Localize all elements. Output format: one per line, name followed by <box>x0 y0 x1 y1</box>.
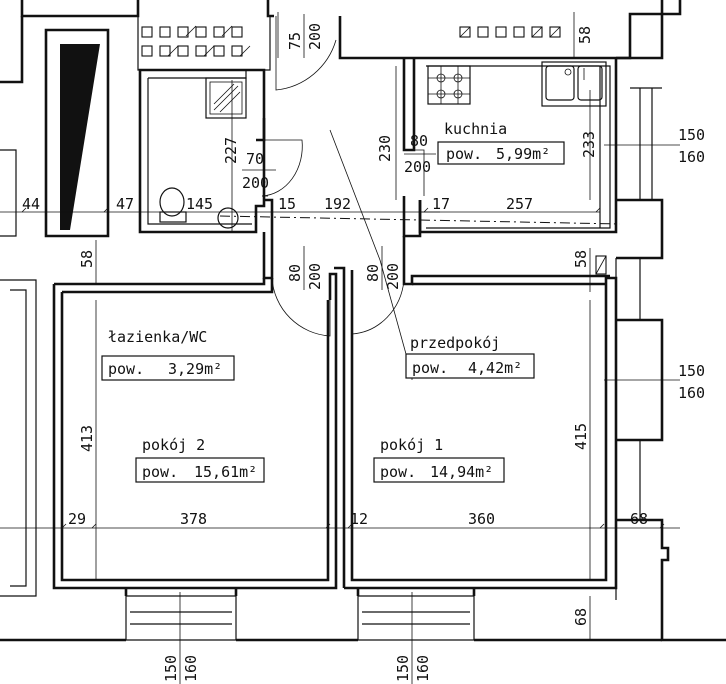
dim-label: 233 <box>580 131 598 158</box>
walls <box>0 0 726 642</box>
area-value: 4,42m² <box>468 359 522 377</box>
vent-shafts <box>141 25 607 275</box>
chimney-icon <box>60 44 100 230</box>
dim-label: 44 <box>22 195 40 213</box>
area-label: pow. <box>380 463 416 481</box>
dimension-lines <box>0 12 680 684</box>
dim-label: 68 <box>572 608 590 626</box>
room-name: kuchnia <box>444 120 507 138</box>
sink-icon <box>217 207 239 229</box>
area-label: pow. <box>446 145 482 163</box>
vent-icon <box>213 26 225 38</box>
vent-icon <box>513 26 525 38</box>
window-height: 160 <box>678 148 705 166</box>
window-height: 160 <box>678 384 705 402</box>
door-width: 70 <box>246 150 264 168</box>
area-value: 15,61m² <box>194 463 257 481</box>
area-value: 5,99m² <box>496 145 550 163</box>
shower-icon <box>205 77 247 119</box>
dim-label: 15 <box>278 195 296 213</box>
room-kitchen: kuchnia pow. 5,99m² <box>437 120 565 165</box>
area-label: pow. <box>108 360 144 378</box>
vent-icon <box>141 45 153 57</box>
vent-icon <box>177 45 189 57</box>
vent-icon <box>159 26 171 38</box>
door-width: 75 <box>286 32 304 50</box>
room-name: pokój 2 <box>142 436 205 454</box>
vent-icon <box>195 26 207 38</box>
door-width: 80 <box>286 264 304 282</box>
vent-icon <box>141 26 153 38</box>
dim-label: 415 <box>572 423 590 450</box>
window-width: 150 <box>394 655 412 682</box>
door-width: 80 <box>410 132 428 150</box>
area-value: 3,29m² <box>168 360 222 378</box>
vent-icon <box>177 26 189 38</box>
kitchen-sink-icon <box>541 61 607 107</box>
window-dims: 150 160 150 160 150 160 150 160 <box>162 126 705 682</box>
dim-label: 58 <box>576 26 594 44</box>
window-width: 150 <box>678 126 705 144</box>
window-width: 150 <box>678 362 705 380</box>
dim-label: 378 <box>180 510 207 528</box>
dim-label: 68 <box>630 510 648 528</box>
room-name: przedpokój <box>410 334 500 352</box>
dim-label: 257 <box>506 195 533 213</box>
door-height: 200 <box>306 23 324 50</box>
dim-label: 413 <box>78 425 96 452</box>
window-height: 160 <box>182 655 200 682</box>
stove-icon <box>427 65 471 105</box>
area-label: pow. <box>412 359 448 377</box>
dim-label: 227 <box>222 137 240 164</box>
dim-label: 17 <box>432 195 450 213</box>
door-height: 200 <box>242 174 269 192</box>
dim-label: 47 <box>116 195 134 213</box>
vent-icon <box>495 26 507 38</box>
toilet-icon <box>159 187 187 223</box>
room-1: pokój 1 pow. 14,94m² <box>373 436 505 483</box>
room-bathroom: łazienka/WC pow. 3,29m² <box>101 328 235 381</box>
dim-label: 12 <box>350 510 368 528</box>
door-width: 80 <box>364 264 382 282</box>
door-height: 200 <box>384 263 402 290</box>
vent-icon <box>195 45 207 57</box>
dim-label: 360 <box>468 510 495 528</box>
door-height: 200 <box>306 263 324 290</box>
dim-label: 192 <box>324 195 351 213</box>
vent-icon <box>477 26 489 38</box>
door-height: 200 <box>404 158 431 176</box>
length-dims: 44 47 145 15 192 17 257 227 230 233 58 5… <box>22 26 648 626</box>
doors <box>261 16 425 337</box>
room-name: łazienka/WC <box>108 328 207 346</box>
room-2: pokój 2 pow. 15,61m² <box>135 436 265 483</box>
door-dims: 75 200 70 200 80 200 80 200 80 200 <box>242 14 436 290</box>
area-label: pow. <box>142 463 178 481</box>
vent-icon <box>231 26 243 38</box>
vent-icon <box>159 45 171 57</box>
dim-label: 29 <box>68 510 86 528</box>
area-value: 14,94m² <box>430 463 493 481</box>
window-height: 160 <box>414 655 432 682</box>
dim-label: 58 <box>572 250 590 268</box>
dim-label: 145 <box>186 195 213 213</box>
vent-icon <box>213 45 225 57</box>
vent-icon <box>231 45 243 57</box>
window-width: 150 <box>162 655 180 682</box>
dim-label: 58 <box>78 250 96 268</box>
dim-label: 230 <box>376 135 394 162</box>
room-hall: przedpokój pow. 4,42m² <box>405 334 535 379</box>
room-name: pokój 1 <box>380 436 443 454</box>
